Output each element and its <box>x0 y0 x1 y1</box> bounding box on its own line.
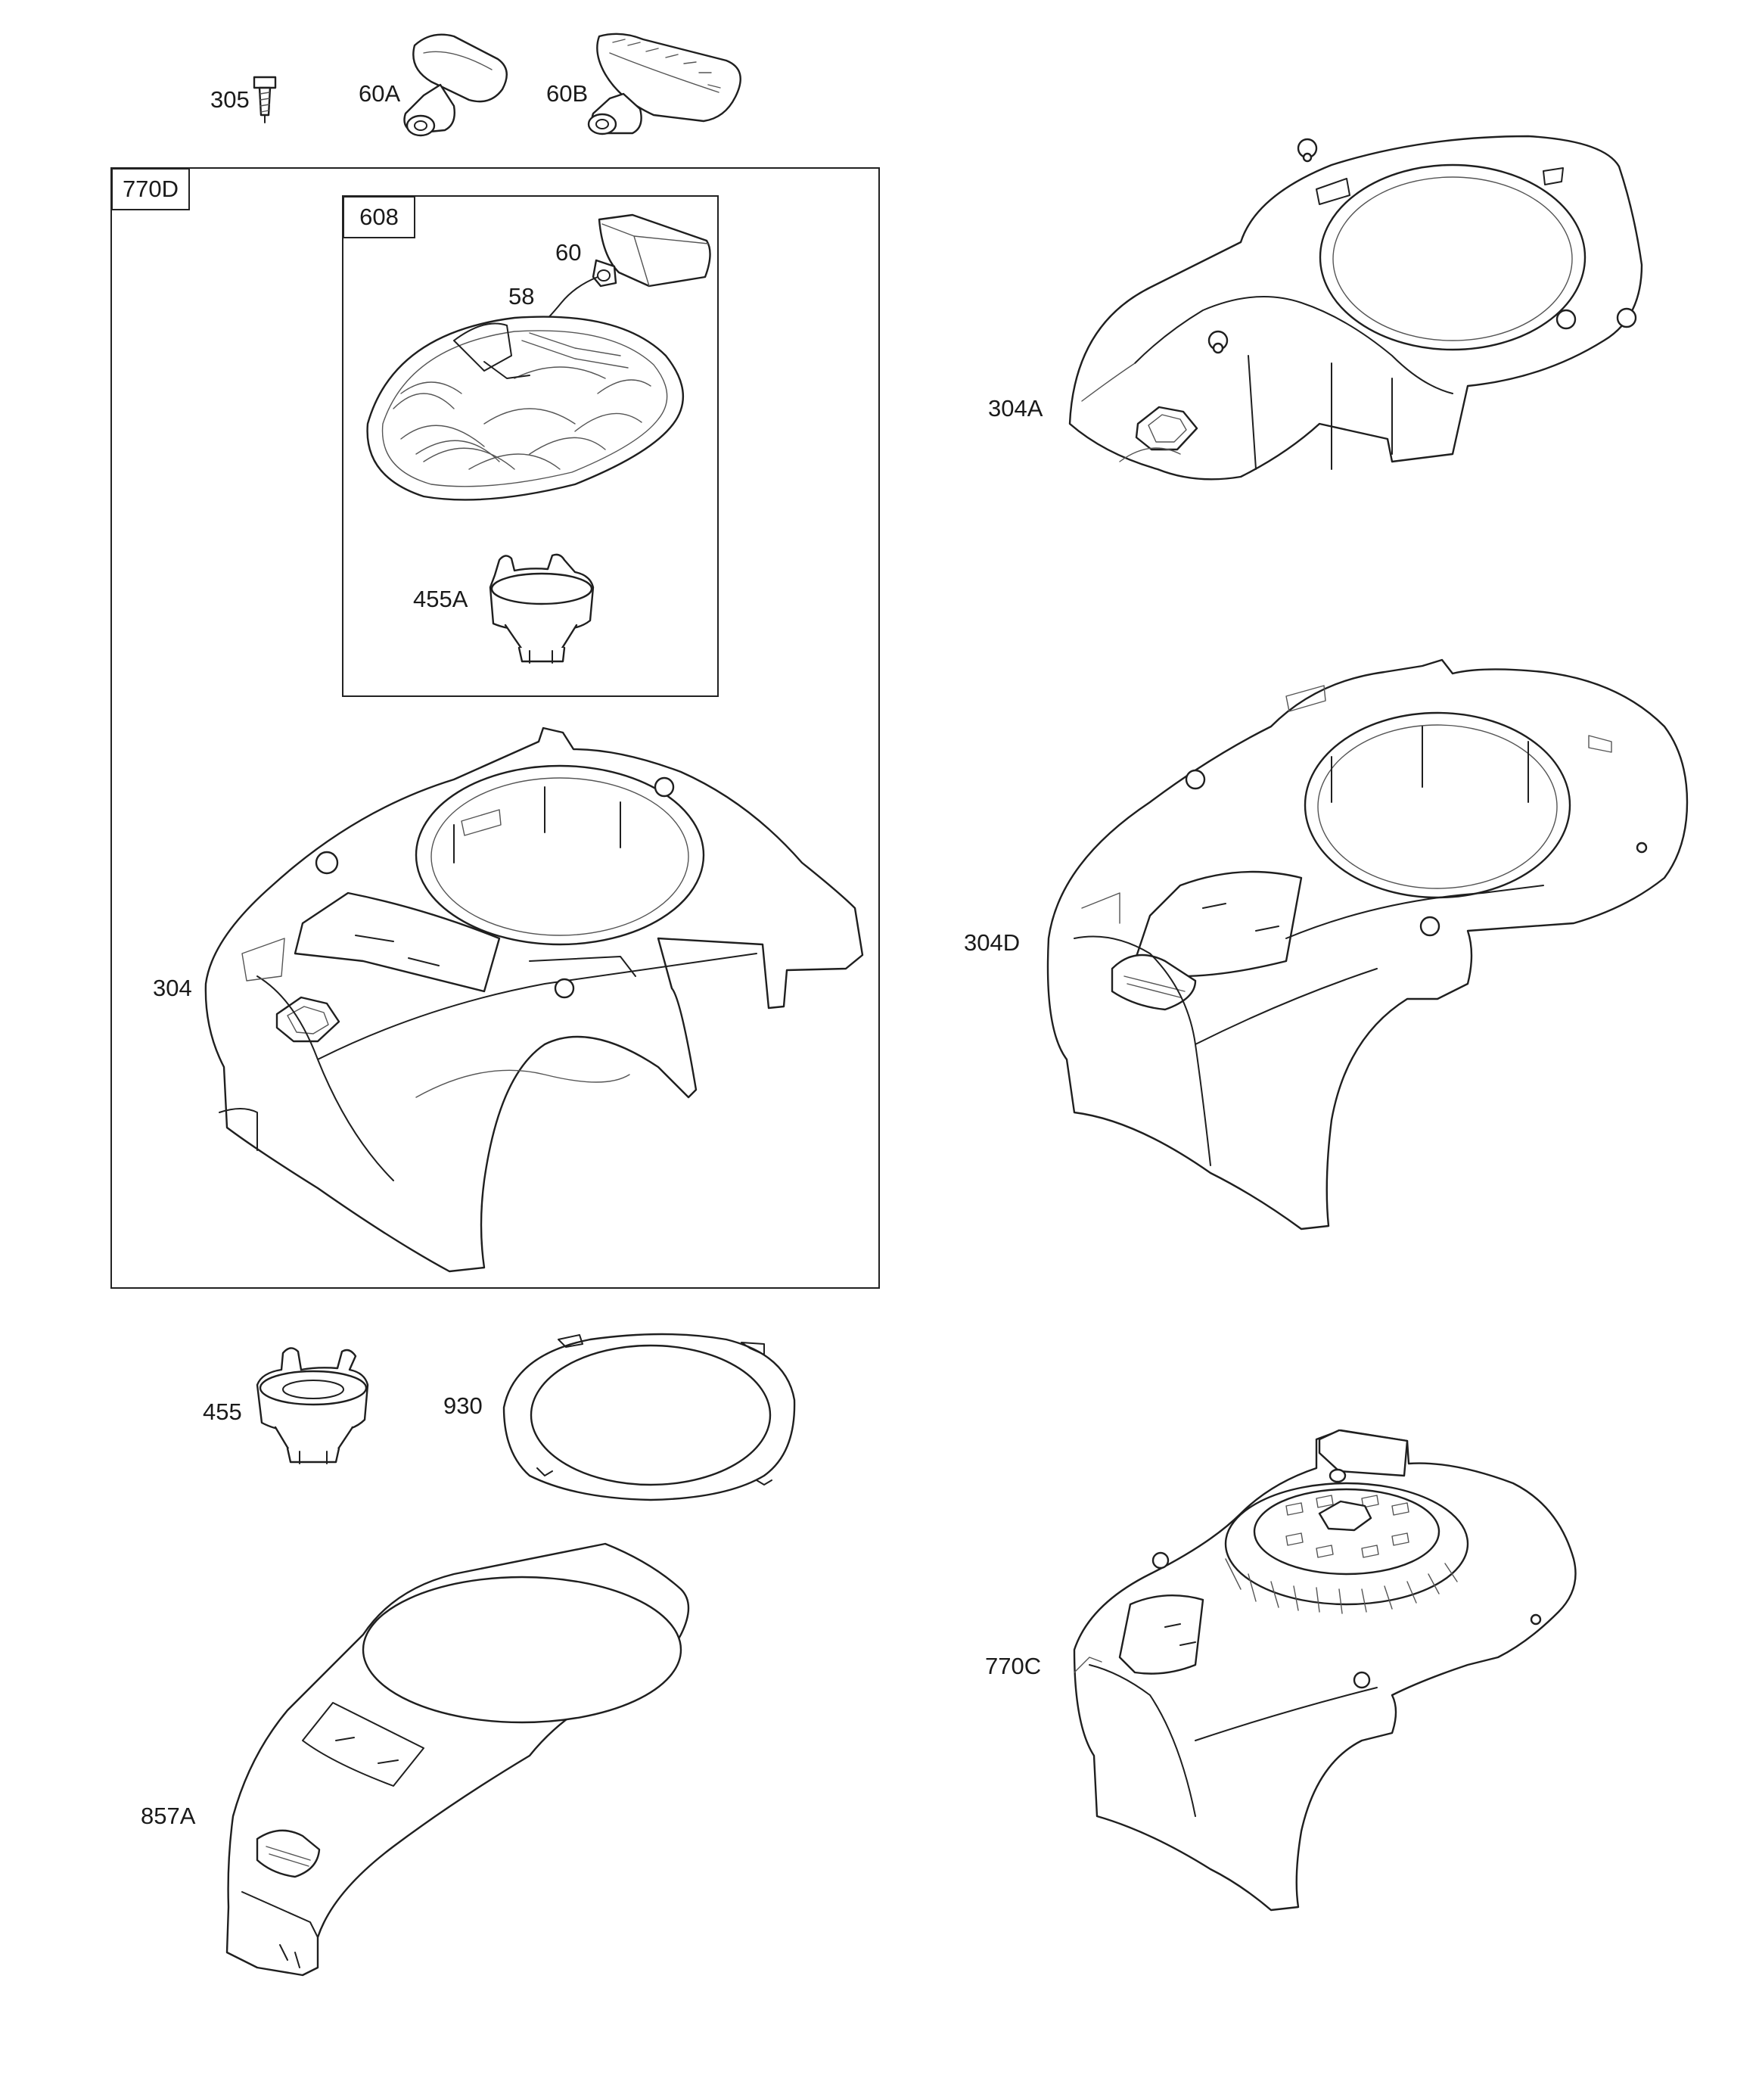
handle-60a <box>403 33 508 137</box>
kit-frame-770d <box>110 167 880 1289</box>
part-label-857a: 857A <box>141 1803 196 1829</box>
part-label-60: 60 <box>555 239 582 266</box>
handle-60b <box>587 33 741 135</box>
starter-608 <box>366 316 685 501</box>
part-label-304d: 304D <box>964 929 1021 956</box>
kit-label-608: 608 <box>343 196 415 238</box>
part-label-455: 455 <box>203 1398 242 1425</box>
part-label-60b: 60B <box>546 80 589 107</box>
screw-305 <box>253 76 277 123</box>
part-label-305: 305 <box>210 86 250 113</box>
part-label-304a: 304A <box>988 395 1043 422</box>
blower-housing-304d <box>1046 658 1689 1230</box>
part-label-60a: 60A <box>359 80 401 107</box>
screen-ring-930 <box>502 1333 796 1501</box>
handle-60 <box>592 213 711 288</box>
ratchet-455a <box>489 553 595 664</box>
part-label-58: 58 <box>508 283 535 310</box>
kit-label-770d: 770D <box>111 168 190 210</box>
blower-housing-770c <box>1073 1429 1577 1912</box>
part-label-304: 304 <box>153 975 192 1001</box>
ratchet-455 <box>256 1347 369 1464</box>
part-label-455a: 455A <box>413 586 468 612</box>
part-label-770c: 770C <box>985 1653 1042 1679</box>
blower-housing-304a <box>1068 135 1643 481</box>
blower-housing-304 <box>204 726 864 1273</box>
part-label-930: 930 <box>443 1392 483 1419</box>
cover-857a <box>225 1542 690 1977</box>
kit-frame-608 <box>342 195 719 697</box>
